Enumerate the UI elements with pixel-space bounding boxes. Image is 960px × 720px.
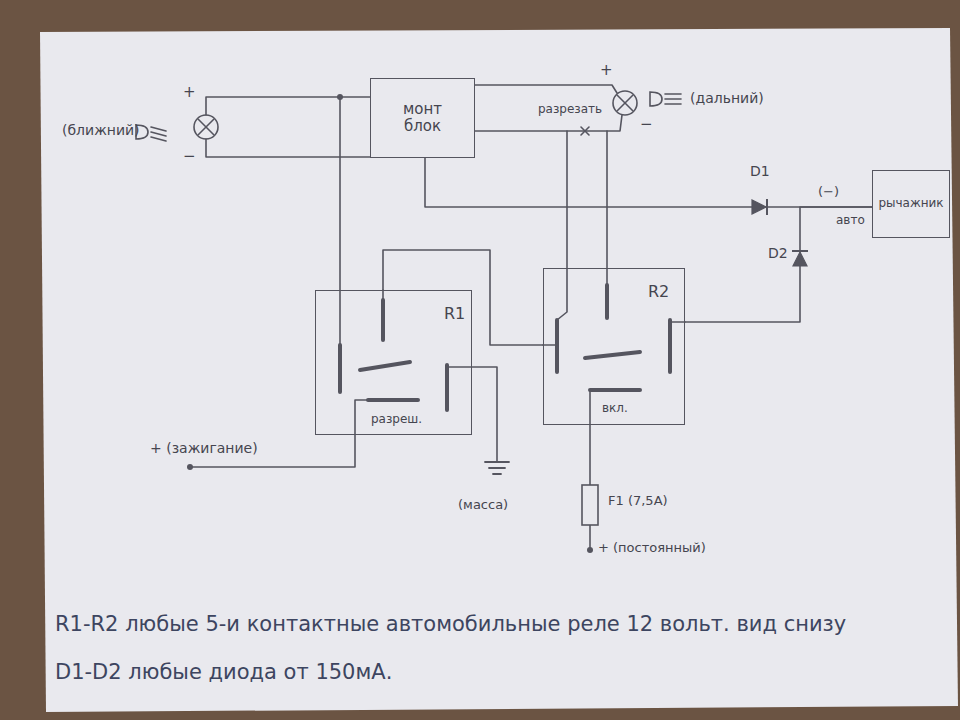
relay-role: вкл. — [602, 402, 628, 416]
relay-contact — [381, 300, 385, 340]
mount-block-box: монт блок — [370, 78, 475, 158]
terminal-name: (масса) — [458, 498, 508, 513]
wire — [589, 390, 591, 485]
lamp-symbol — [198, 119, 214, 135]
signal-name: авто — [836, 214, 865, 228]
relay-contact — [668, 320, 672, 372]
lever-switch-box: рычажник — [872, 170, 950, 238]
note-text: D1-D2 любые диода от 150мА. — [55, 660, 392, 684]
lamp-symbol — [194, 115, 218, 139]
lamp-name: (дальний) — [690, 90, 764, 106]
wire — [475, 85, 617, 93]
junction-dot — [337, 94, 343, 100]
relay-contact — [590, 388, 640, 392]
connector-group — [383, 158, 872, 345]
terminal-name: + (зажигание) — [150, 440, 258, 456]
lamp-symbol — [194, 91, 637, 139]
junction-dot — [187, 94, 593, 553]
wire — [606, 131, 608, 285]
ground-symbol — [485, 461, 509, 463]
box-title: монт блок — [392, 101, 454, 136]
relay-contact — [445, 365, 449, 410]
relay-name: R2 — [648, 283, 669, 301]
relay-contact — [555, 320, 559, 372]
headlight-symbol — [665, 93, 681, 95]
diode-symbol — [793, 252, 807, 266]
wire — [339, 97, 341, 345]
relay-contact — [360, 362, 410, 370]
note-text: R1-R2 любые 5-и контактные автомобильные… — [55, 612, 846, 636]
fuse-name: F1 (7,5A) — [608, 494, 668, 509]
relay-contact — [368, 398, 418, 402]
wire — [206, 97, 370, 115]
headlight-symbol — [151, 127, 166, 131]
wire — [447, 367, 497, 462]
junction-dot — [187, 464, 193, 470]
ground-symbol — [489, 467, 505, 469]
headlight-symbol — [650, 92, 662, 106]
cut-mark — [581, 127, 589, 135]
terminal-name: + (постоянный) — [598, 541, 706, 556]
polarity-sign: + — [600, 62, 613, 79]
ground-symbol — [485, 462, 509, 474]
lamp-name: (ближний) — [62, 122, 140, 138]
relay-contact — [340, 285, 670, 410]
relay-contact — [338, 345, 342, 392]
cut-mark — [581, 127, 589, 135]
fuse-symbol — [582, 485, 598, 525]
wire-connector — [425, 158, 872, 207]
cut-note: разрезать — [538, 103, 602, 117]
ground-symbol — [493, 473, 501, 475]
lamp-symbol — [617, 95, 633, 111]
junction-dot — [587, 547, 593, 553]
diode-symbol — [752, 200, 766, 214]
wire-connector — [685, 207, 872, 322]
wire — [589, 525, 591, 548]
lamp-symbol — [198, 119, 214, 135]
diode-name: D2 — [768, 245, 788, 261]
polarity-sign: + — [183, 84, 196, 101]
headlight-symbol — [151, 132, 166, 136]
wire — [670, 321, 685, 323]
headlight-symbol — [665, 103, 681, 105]
diode-symbol — [792, 250, 808, 252]
lamp-symbol — [617, 95, 633, 111]
relay-contact — [605, 285, 609, 318]
diode-symbol — [752, 199, 808, 266]
paper-sheet — [40, 28, 958, 712]
cut-mark — [581, 127, 589, 135]
diode-symbol — [766, 199, 768, 215]
diode-name: D1 — [750, 163, 770, 179]
box-title: рычажник — [878, 197, 943, 211]
wire — [190, 400, 368, 467]
wire-connector — [383, 250, 543, 345]
wire — [557, 131, 567, 320]
relay-box: R2 вкл. — [543, 268, 685, 425]
wire — [206, 139, 370, 157]
wire — [475, 115, 622, 131]
signal-name: (−) — [818, 185, 839, 200]
headlight-symbol — [665, 98, 681, 100]
wire — [190, 85, 685, 548]
polarity-sign: − — [183, 148, 196, 165]
polarity-sign: − — [640, 116, 653, 133]
relay-role: разреш. — [371, 413, 422, 427]
lamp-symbol — [613, 91, 637, 115]
relay-name: R1 — [444, 305, 465, 323]
relay-contact — [585, 352, 640, 358]
wire — [543, 344, 557, 346]
headlight-symbol — [151, 137, 166, 141]
relay-box: R1 разреш. — [315, 290, 472, 435]
headlight-symbol — [136, 92, 681, 141]
